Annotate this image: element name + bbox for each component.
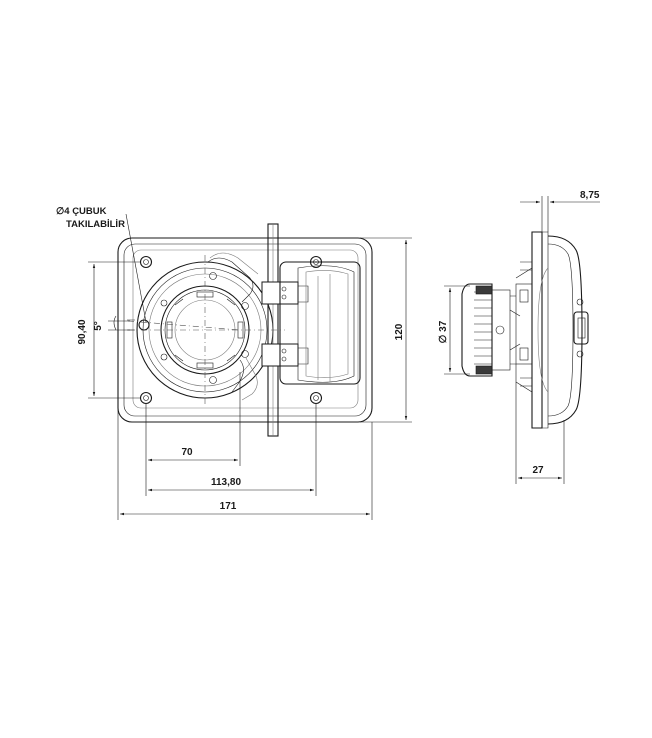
dimension-90-40-text: 90,40 bbox=[77, 319, 88, 344]
spring-wire-bottom-outer bbox=[241, 357, 258, 401]
terminal-block-bottom bbox=[261, 343, 309, 367]
dimension-171-text: 171 bbox=[220, 501, 237, 512]
dimension-8-75-text: 8,75 bbox=[580, 190, 600, 201]
spring-wire-top bbox=[207, 257, 254, 303]
side-switch-knob bbox=[573, 311, 589, 345]
side-front-cover bbox=[547, 235, 583, 425]
dimension-113-80: 113,80 bbox=[145, 404, 317, 496]
centerline-angled bbox=[127, 320, 241, 331]
dimension-90-40: 90,40 bbox=[77, 261, 140, 399]
dimension-5-degree: 5° bbox=[93, 315, 130, 331]
side-bracket bbox=[515, 283, 533, 365]
dimension-70: 70 bbox=[145, 372, 241, 466]
rod-note: ∅4 ÇUBUK TAKILABİLİR bbox=[56, 206, 147, 323]
ballast-housing bbox=[279, 261, 361, 385]
side-back-plate bbox=[531, 231, 543, 429]
dimension-27: 27 bbox=[515, 364, 565, 484]
dimension-70-text: 70 bbox=[181, 447, 193, 458]
corner-screw-bottom-right bbox=[309, 391, 323, 405]
spring-wire-bottom bbox=[231, 359, 244, 393]
dimension-diameter-37-text: ∅ 37 bbox=[438, 320, 449, 343]
side-view bbox=[461, 231, 589, 429]
dimension-8-75: 8,75 bbox=[520, 190, 600, 232]
dimension-171: 171 bbox=[117, 300, 373, 520]
rod-note-line1: ∅4 ÇUBUK bbox=[56, 206, 107, 217]
spring-wire-top-outer bbox=[209, 252, 259, 275]
dimension-5-degree-text: 5° bbox=[93, 321, 104, 331]
dimension-27-text: 27 bbox=[532, 465, 544, 476]
rod-note-line2: TAKILABİLİR bbox=[66, 219, 125, 230]
dimension-113-80-text: 113,80 bbox=[211, 477, 241, 488]
corner-screw-bottom-left bbox=[139, 391, 153, 405]
dimension-diameter-37: ∅ 37 bbox=[438, 285, 470, 375]
front-view bbox=[117, 223, 373, 437]
plate-recess bbox=[132, 249, 359, 409]
terminal-block-top bbox=[261, 281, 309, 305]
dimension-120-text: 120 bbox=[394, 323, 405, 340]
dimension-120: 120 bbox=[360, 237, 412, 423]
corner-screw-top-left bbox=[139, 255, 153, 269]
rod-note-leader bbox=[125, 213, 147, 323]
side-lamp-holder bbox=[461, 283, 521, 377]
